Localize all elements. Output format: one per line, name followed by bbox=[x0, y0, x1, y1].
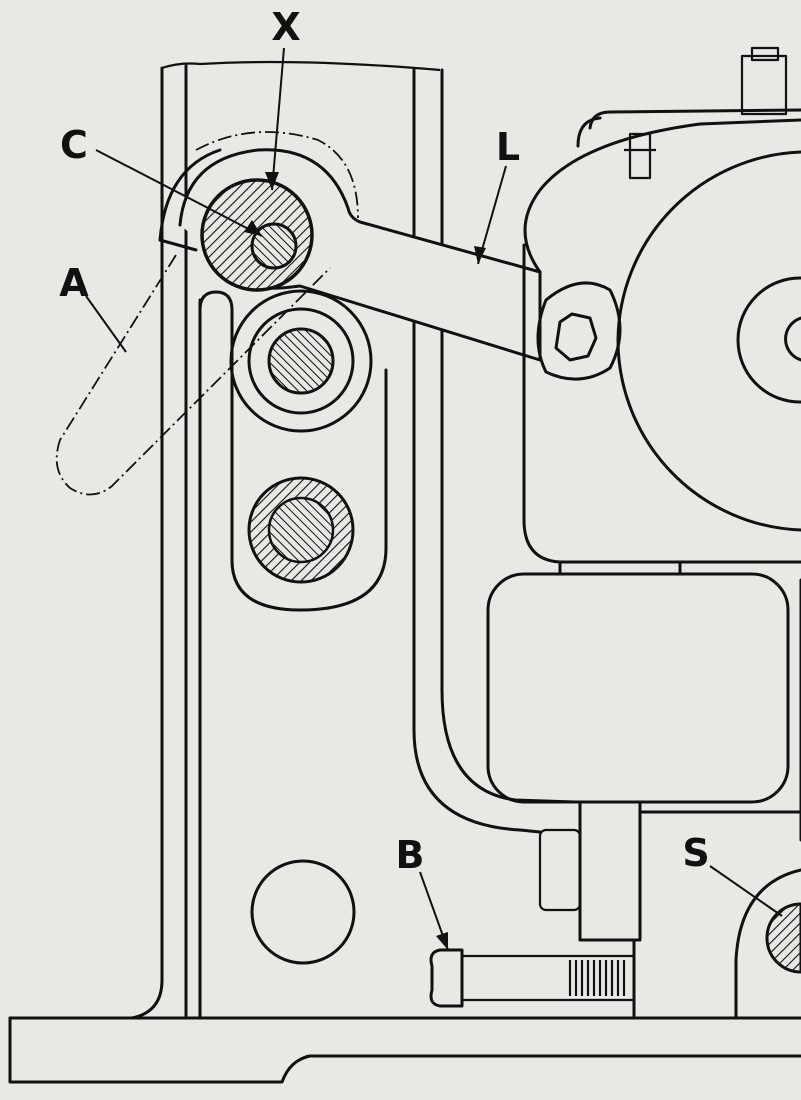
base-plate bbox=[8, 1016, 801, 1084]
label-s: S bbox=[682, 831, 709, 875]
slot-plate bbox=[198, 289, 388, 612]
lower-box bbox=[486, 560, 801, 842]
motor-housing bbox=[522, 46, 801, 564]
label-c: C bbox=[60, 123, 88, 167]
phantom-handle-a bbox=[55, 131, 359, 496]
middle-pin bbox=[267, 327, 335, 395]
label-x: X bbox=[271, 5, 300, 49]
adjusting-screw-b bbox=[429, 948, 636, 1008]
shaft-x bbox=[200, 178, 314, 292]
leader-lines bbox=[85, 47, 783, 951]
lower-pin bbox=[247, 476, 355, 584]
frame-hole bbox=[250, 859, 356, 965]
shaft-s bbox=[765, 902, 801, 974]
label-b: B bbox=[396, 833, 425, 877]
label-a: A bbox=[59, 261, 89, 305]
label-l: L bbox=[496, 125, 520, 169]
bracket bbox=[538, 800, 801, 1020]
